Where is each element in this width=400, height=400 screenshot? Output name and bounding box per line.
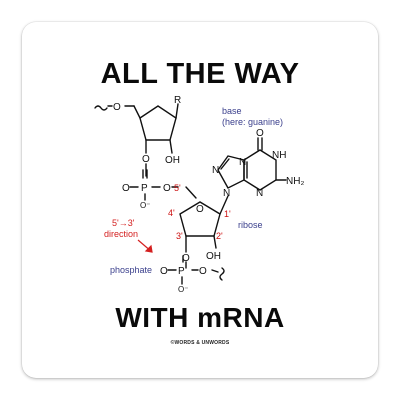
imidazole-ring (217, 155, 245, 189)
atom-n3: N (256, 188, 263, 199)
label-5-prime: 5' (174, 183, 181, 193)
wavy-link-top (94, 105, 108, 111)
atom-r: R (174, 95, 181, 106)
direction-arrow (137, 239, 153, 253)
wavy-link-bottom (219, 267, 225, 281)
atom-n1: N (239, 157, 246, 168)
label-1-prime: 1' (224, 209, 231, 219)
label-2-prime: 2' (216, 231, 223, 241)
label-direction-arrow: 5'→3' (112, 218, 135, 228)
atom-oh-top: OH (165, 155, 180, 166)
atom-nh: NH (272, 150, 286, 161)
headline-bottom: WITH mRNA (115, 302, 285, 333)
atom-nh2: NH₂ (286, 176, 304, 187)
atom-o-dbl-top: O (122, 183, 130, 194)
atom-o-dbl-bottom: O (160, 266, 168, 277)
atom-n7: N (212, 165, 219, 176)
atom-o-link-top: O (113, 102, 121, 113)
atom-o-5prime: O (163, 183, 171, 194)
atom-o-bottom-right: O (199, 266, 207, 277)
label-3-prime: 3' (176, 231, 183, 241)
atom-o-ring-top: O (142, 154, 150, 165)
label-4-prime: 4' (168, 208, 175, 218)
atom-o-carbonyl: O (256, 128, 264, 139)
label-direction: direction (104, 229, 138, 239)
atom-p-top: P (141, 183, 148, 194)
ribose-ring-top (139, 105, 177, 141)
atom-n9: N (223, 188, 230, 199)
sticker-card (22, 22, 378, 378)
label-base: base (222, 106, 242, 116)
atom-o-ring-mid: O (196, 204, 204, 215)
credit-text: ©WORDS & UNWORDS (170, 340, 230, 346)
headline-top: ALL THE WAY (100, 58, 300, 90)
label-ribose: ribose (238, 220, 263, 230)
atom-oh-mid: OH (206, 251, 221, 262)
atom-p-bottom: P (178, 266, 185, 277)
label-phosphate: phosphate (110, 265, 152, 275)
label-base-detail: (here: guanine) (222, 117, 283, 127)
ribose-ring-mid (179, 201, 221, 237)
atom-o-minus-bottom: O⁻ (178, 285, 188, 294)
atom-o-3prime: O (182, 253, 190, 264)
atom-o-minus-top: O⁻ (140, 201, 150, 210)
